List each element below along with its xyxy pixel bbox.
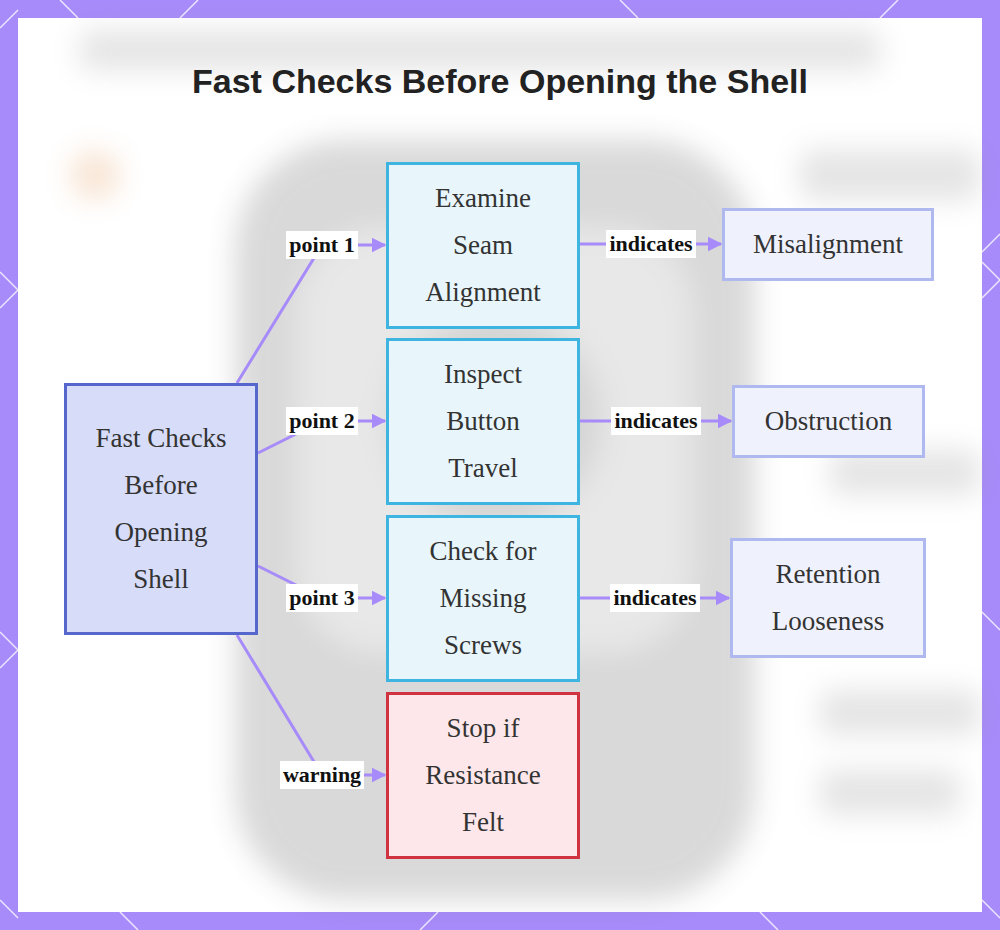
node-label: Fast Checks Before Opening Shell [85, 415, 237, 603]
edge-label: point 1 [286, 231, 357, 259]
node-label: Examine Seam Alignment [409, 175, 557, 316]
check-box: Examine Seam Alignment [386, 162, 580, 329]
warning-box: Stop if Resistance Felt [386, 692, 580, 859]
edge-label: point 3 [286, 584, 357, 612]
connector-arrow [237, 635, 385, 775]
edge-label: indicates [610, 584, 699, 612]
connector-arrow [237, 245, 385, 383]
result-box: Obstruction [732, 385, 925, 458]
result-box: Retention Looseness [730, 538, 926, 658]
edge-label: warning [280, 761, 364, 789]
edge-label: indicates [611, 407, 700, 435]
frame-inner [18, 18, 982, 912]
node-label: Retention Looseness [747, 551, 909, 645]
edge-label: point 2 [286, 407, 357, 435]
check-box: Check for Missing Screws [386, 515, 580, 682]
edge-label: indicates [606, 230, 695, 258]
node-label: Stop if Resistance Felt [409, 705, 557, 846]
result-box: Misalignment [722, 208, 934, 281]
node-label: Misalignment [753, 221, 903, 268]
node-label: Obstruction [765, 398, 893, 445]
check-box: Inspect Button Travel [386, 338, 580, 505]
root-box: Fast Checks Before Opening Shell [64, 383, 258, 635]
diagram-title: Fast Checks Before Opening the Shell [30, 62, 970, 101]
node-label: Inspect Button Travel [409, 351, 557, 492]
node-label: Check for Missing Screws [409, 528, 557, 669]
